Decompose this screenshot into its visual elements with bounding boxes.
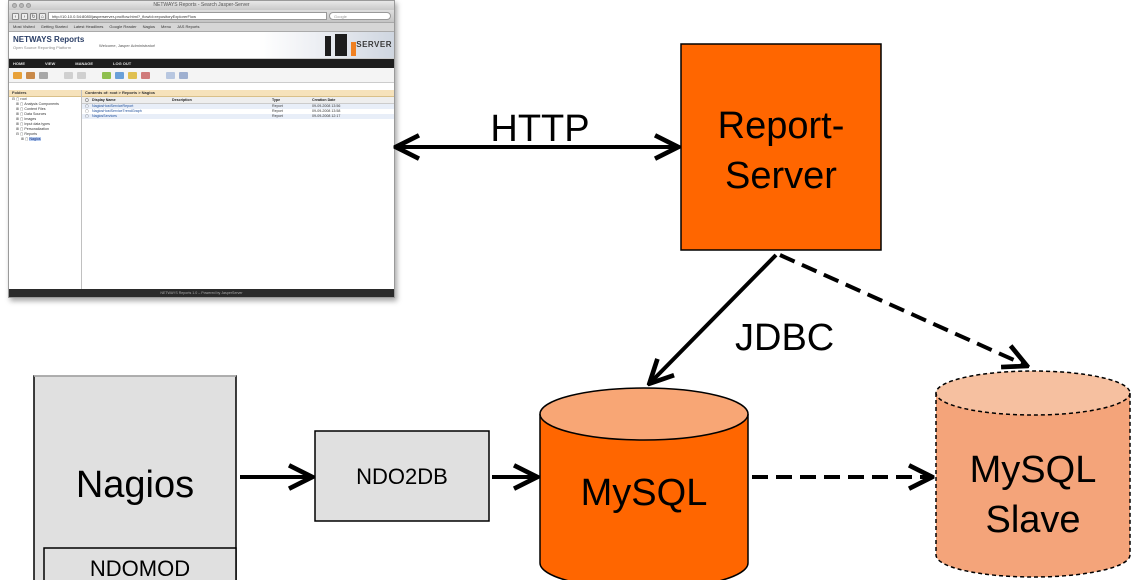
mysql-cylinder-top [539,387,749,441]
browser-window-title: NETWAYS Reports - Search Jasper-Server [153,2,250,8]
window-controls [12,3,31,8]
folder-pane: Folders ⊟ ▢ root ⊞ ▢ Analysis Components… [9,90,82,289]
jdbc-arrow [651,253,778,382]
tree-item: ⊞ ▢ Images [16,117,37,121]
tools-icon [39,71,48,79]
table-row: ▢ NagiosServices Report 09-09-2008 12:17 [82,114,394,119]
jdbc-label: JDBC [735,317,834,359]
bookmark-item: Getting Started [40,24,68,29]
open-folder-icon [13,71,22,79]
table-header: ▢ Display Name Description Type Creation… [82,97,394,104]
home-icon: ⌂ [39,12,46,20]
tree-item: ⊞ ▢ Data Sources [16,112,47,116]
col-creation-date: Creation Date [312,98,336,102]
mysql-slave-label-line1: MySQL [970,449,1097,491]
report-ui-screenshot: NETWAYS Reports - Search Jasper-Server ‹… [8,0,395,298]
tree-item: ⊞ ▢ Analysis Components [16,102,59,106]
bookmark-item: Latest Headlines [73,24,104,29]
ndo2db-node: NDO2DB [314,430,490,522]
run-icon [179,71,188,79]
table-row: ▢ NagiosHostServiceTrendGraph Report 09-… [85,109,341,113]
paste-icon [77,71,86,79]
bookmarks-bar: Most Visited Getting Started Latest Head… [9,23,394,32]
tree-item: ⊞ ▢ Content Files [16,107,46,111]
mysql-label: MySQL [581,472,708,514]
app-name: NETWAYS Reports [13,35,85,44]
tree-item-selected: ⊞ ▢ Nagios [21,137,41,141]
replication-query-arrow [779,253,1025,365]
mysql-node: MySQL [539,387,749,580]
copy-icon [64,71,73,79]
report-server-node: Report- Server [680,43,882,251]
nagios-label: Nagios [76,464,194,506]
app-header: NETWAYS Reports Open Source Reporting Pl… [9,32,394,59]
mysql-slave-cylinder-top [935,370,1131,416]
browser-search-field: Google [329,12,391,20]
menu-item-manage: MANAGE [75,61,94,66]
bookmark-item: Menu [161,24,172,29]
table-row: ▢ NagiosHostServiceReport Report 09-09-2… [82,104,394,109]
user-icon [26,71,35,79]
app-toolbar [9,68,394,83]
edit-icon [115,71,124,79]
ndo2db-box [314,430,490,522]
app-subtitle: Open Source Reporting Platform [13,45,72,50]
report-server-label-line2: Server [725,155,837,197]
forward-icon: › [21,12,28,20]
mysql-slave-label-line2: Slave [985,499,1080,541]
mysql-cylinder-body [539,414,749,580]
bookmark-item: JAS Reports [177,24,200,29]
col-description: Description [172,98,192,102]
bookmark-item: Most Visited [13,24,35,29]
tree-item: ⊞ ▢ Personalization [16,127,49,131]
status-bar: NETWAYS Reports 1.0 – Powered by JasperS… [9,289,394,297]
menu-item-logout: LOG OUT [113,61,132,66]
report-server-label-line1: Report- [718,105,845,147]
tree-item: ⊟ ▢ root [12,97,27,101]
reload-icon: ↻ [30,12,37,20]
schedule-icon [166,71,175,79]
welcome-text: Welcome, Jasper Administrator! [99,43,156,48]
col-type: Type [272,98,281,102]
ndo2db-label: NDO2DB [356,464,448,489]
mysql-slave-cylinder-body [935,393,1131,578]
http-label: HTTP [490,108,589,150]
tree-item: ⊟ ▢ Reports [16,132,37,136]
report-icon [128,71,137,79]
content-pane: Contents of: root > Reports > Nagios ▢ D… [82,90,394,289]
bookmark-item: Nagios [142,24,156,29]
mysql-slave-node: MySQL Slave [935,370,1131,578]
table-body: ▢ NagiosHostServiceReport Report 09-09-2… [82,104,394,119]
delete-icon [141,71,150,79]
report-server-box [680,43,882,251]
col-display-name: Display Name [92,98,116,102]
ndomod-box [43,547,237,580]
folders-header: Folders [9,90,81,97]
ndomod-label: NDOMOD [90,556,190,580]
browser-title-bar: NETWAYS Reports - Search Jasper-Server [9,1,394,10]
add-icon [102,71,111,79]
bookmark-item: Google Reader [109,24,137,29]
tree-item: ⊞ ▢ Input data types [16,122,50,126]
nagios-node: Nagios NDOMOD [33,375,237,580]
menu-item-home: HOME [13,61,25,66]
menu-item-view: VIEW [45,61,56,66]
url-field: http://10.10.0.54:8080/jasperserver-pro/… [48,12,327,20]
breadcrumb: Contents of: root > Reports > Nagios [82,90,394,97]
app-body: Folders ⊟ ▢ root ⊞ ▢ Analysis Components… [9,90,394,289]
app-menu-bar: HOME VIEW MANAGE LOG OUT [9,59,394,68]
back-icon: ‹ [12,12,19,20]
header-banner-image: SERVER [259,32,394,58]
banner-text: SERVER [356,40,392,49]
browser-nav-bar: ‹ › ↻ ⌂ http://10.10.0.54:8080/jasperser… [9,10,394,23]
